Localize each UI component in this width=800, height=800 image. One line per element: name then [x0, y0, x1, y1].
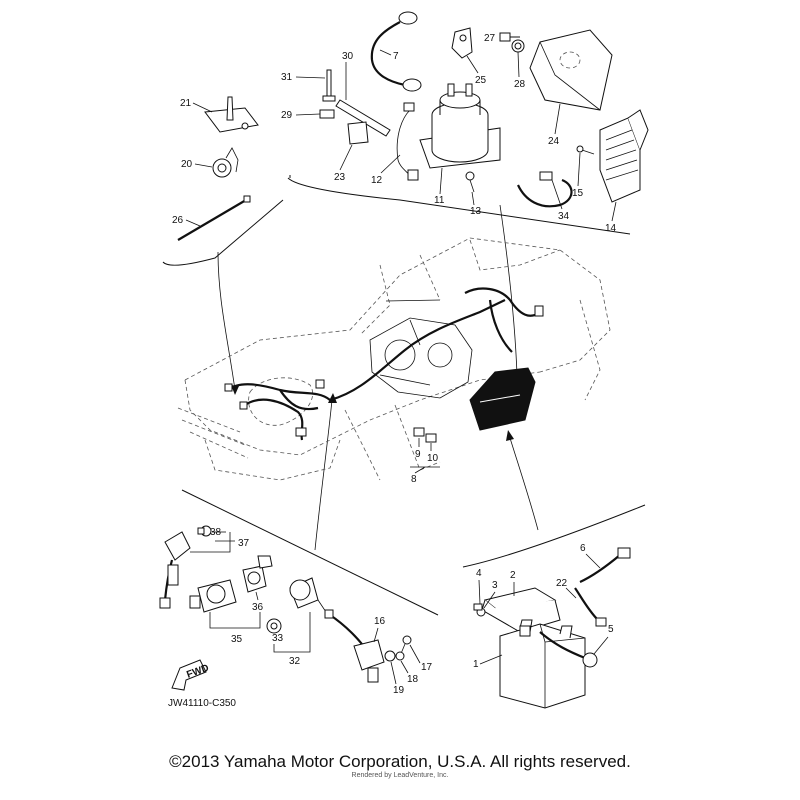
callout-5: 5 — [608, 624, 614, 635]
part-16-sensor — [324, 609, 385, 683]
callout-36: 36 — [252, 602, 264, 613]
fwd-arrow-icon: FWD — [171, 659, 210, 691]
callout-23: 23 — [334, 172, 346, 183]
part-9-10-connectors — [413, 427, 437, 443]
part-3-4-fasteners — [473, 603, 486, 617]
callout-13: 13 — [470, 206, 482, 217]
section-borders — [162, 175, 646, 616]
callout-11: 11 — [434, 195, 445, 206]
callouts: 30 7 31 29 23 12 11 13 25 27 28 24 15 34… — [172, 33, 617, 696]
callout-29: 29 — [281, 110, 293, 121]
part-5-cap — [519, 625, 598, 668]
callout-7: 7 — [393, 51, 399, 62]
part-13-screw — [465, 171, 475, 193]
part-19-washer — [384, 650, 396, 662]
part-37-socket — [159, 531, 191, 609]
part-25-bracket — [451, 27, 473, 59]
part-36-cap — [242, 555, 273, 593]
callout-6: 6 — [580, 543, 586, 554]
callout-3: 3 — [492, 580, 498, 591]
part-18-washer — [395, 651, 405, 661]
part-6-cable — [579, 547, 631, 583]
callout-34: 34 — [558, 211, 570, 222]
part-15-screw — [576, 145, 595, 155]
part-23-cover — [347, 121, 369, 145]
part-20-horn — [212, 147, 239, 178]
part-21-bracket — [204, 96, 259, 133]
watermark-text: Rendered by LeadVenture, Inc. — [351, 772, 449, 779]
part-14-regulator — [599, 109, 649, 203]
callout-9: 9 — [415, 449, 421, 460]
part-12-lead — [396, 102, 419, 181]
callout-14: 14 — [605, 223, 617, 234]
part-35-switch — [189, 579, 237, 613]
callout-32: 32 — [289, 656, 301, 667]
callout-12: 12 — [371, 175, 383, 186]
callout-10: 10 — [427, 453, 439, 464]
callout-37: 37 — [238, 538, 250, 549]
callout-17: 17 — [421, 662, 433, 673]
part-26-cable-tie — [177, 195, 251, 241]
callout-27: 27 — [484, 33, 496, 44]
callout-8: 8 — [411, 474, 417, 485]
callout-33: 33 — [272, 633, 284, 644]
part-24-case — [529, 29, 613, 111]
callout-24: 24 — [548, 136, 560, 147]
callout-30: 30 — [342, 51, 354, 62]
part-32-switch — [289, 577, 331, 619]
part-33-nut — [266, 618, 282, 634]
callout-19: 19 — [393, 685, 405, 696]
callout-26: 26 — [172, 215, 184, 226]
vehicle-frame — [177, 237, 611, 481]
engine — [369, 317, 473, 399]
callout-2: 2 — [510, 570, 516, 581]
part-11-relay — [419, 83, 501, 169]
callout-38: 38 — [210, 527, 222, 538]
callout-1: 1 — [473, 659, 479, 670]
callout-18: 18 — [407, 674, 419, 685]
part-34-band — [517, 171, 573, 208]
part-29-nut — [319, 109, 335, 119]
part-38-bulb — [197, 525, 212, 537]
callout-20: 20 — [181, 159, 193, 170]
callout-15: 15 — [572, 188, 584, 199]
wire-harness — [224, 287, 544, 441]
callout-4: 4 — [476, 568, 482, 579]
callout-25: 25 — [475, 75, 487, 86]
part-7-battery-cable — [370, 11, 422, 92]
copyright-notice: ©2013 Yamaha Motor Corporation, U.S.A. A… — [169, 752, 631, 771]
battery-box-installed — [469, 367, 536, 431]
callout-22: 22 — [556, 578, 568, 589]
callout-28: 28 — [514, 79, 526, 90]
diagram-reference-code: JW41110-C350 — [168, 698, 236, 709]
callout-35: 35 — [231, 634, 243, 645]
callout-16: 16 — [374, 616, 386, 627]
part-28-grommet — [511, 39, 525, 53]
part-30-clamp — [335, 99, 391, 137]
callout-31: 31 — [281, 72, 293, 83]
part-22-cable — [574, 587, 607, 627]
part-27-bolt — [499, 32, 520, 42]
callout-21: 21 — [180, 98, 192, 109]
part-31-bolt — [322, 69, 336, 102]
